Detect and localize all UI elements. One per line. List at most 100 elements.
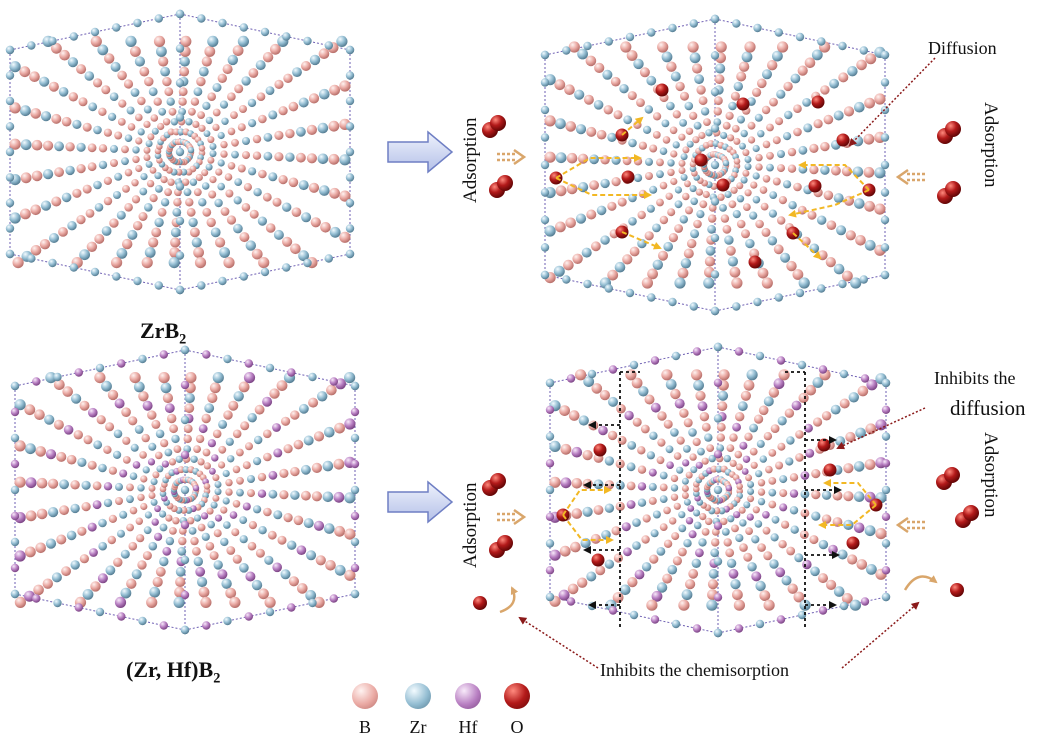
oxygen-atom <box>490 115 506 131</box>
lattice-atom <box>103 498 113 508</box>
lattice-atom <box>283 73 293 84</box>
lattice-atom <box>151 419 161 429</box>
lattice-atom <box>558 589 570 601</box>
lattice-atom <box>229 596 241 609</box>
lattice-atom <box>772 136 781 145</box>
lattice-atom <box>201 56 212 67</box>
lattice-atom <box>264 555 274 565</box>
lattice-atom <box>113 557 123 567</box>
lattice-atom <box>239 105 247 113</box>
lattice-atom <box>159 523 168 532</box>
edge-atom <box>689 19 698 28</box>
legend-boron: B <box>345 683 385 738</box>
lattice-atom <box>659 181 668 190</box>
edge-atom <box>732 19 741 28</box>
edge-atom <box>112 23 121 32</box>
lattice-atom <box>247 98 257 108</box>
lattice-atom <box>218 419 228 429</box>
lattice-atom <box>159 490 167 498</box>
lattice-atom <box>804 57 816 69</box>
edge-atom <box>10 407 20 417</box>
lattice-atom <box>229 511 238 519</box>
lattice-atom <box>142 400 153 411</box>
lattice-atom <box>203 462 211 470</box>
lattice-atom <box>818 573 828 584</box>
lattice-atom <box>254 404 265 415</box>
lattice-atom <box>334 422 345 434</box>
lattice-atom <box>745 527 753 535</box>
lattice-atom <box>650 529 659 538</box>
lattice-atom <box>135 113 143 122</box>
lattice-atom <box>713 107 722 116</box>
lattice-atom <box>214 514 223 522</box>
lattice-atom <box>155 451 163 460</box>
lattice-atom <box>103 445 112 454</box>
edge-atom <box>880 50 890 60</box>
lattice-atom <box>120 549 130 559</box>
lattice-atom <box>740 129 748 138</box>
edge-atom <box>53 372 62 382</box>
lattice-atom <box>849 599 862 611</box>
lattice-atom <box>119 510 128 519</box>
lattice-atom <box>610 76 621 87</box>
lattice-atom <box>203 483 211 490</box>
edge-atom <box>881 432 891 441</box>
lattice-atom <box>86 241 98 252</box>
lattice-atom <box>139 187 148 196</box>
lattice-atom <box>297 583 308 594</box>
lattice-atom <box>202 101 211 110</box>
lattice-atom <box>133 221 143 231</box>
lattice-atom <box>853 461 865 472</box>
lattice-atom <box>598 425 608 436</box>
lattice-atom <box>692 136 700 144</box>
lattice-atom <box>801 236 811 246</box>
lattice-atom <box>192 120 200 128</box>
lattice-atom <box>126 495 134 504</box>
lattice-atom <box>778 369 790 381</box>
lattice-atom <box>31 170 43 182</box>
lattice-atom <box>167 413 177 424</box>
lattice-atom <box>845 230 856 241</box>
lattice-atom <box>318 48 330 59</box>
lattice-atom <box>135 164 143 173</box>
lattice-atom <box>255 548 265 558</box>
lattice-atom <box>239 535 248 544</box>
lattice-atom <box>39 239 51 250</box>
lattice-atom <box>670 388 681 400</box>
lattice-atom <box>164 87 174 97</box>
lattice-atom <box>51 572 62 583</box>
lattice-atom <box>763 396 774 407</box>
cell-edge-line <box>14 593 186 631</box>
edge-atom <box>175 44 185 53</box>
lattice-atom <box>833 586 845 597</box>
oxygen-atom-icon <box>504 683 530 709</box>
lattice-atom <box>711 538 720 547</box>
diffusion-label: Diffusion <box>928 38 997 58</box>
edge-atom <box>197 14 206 23</box>
lattice-atom <box>255 60 266 71</box>
lattice-atom <box>693 379 704 391</box>
lattice-atom <box>125 35 137 48</box>
edge-atom <box>175 285 185 295</box>
lattice-atom <box>678 159 686 167</box>
lattice-atom <box>855 235 866 246</box>
adsorbed-oxygen <box>591 553 605 567</box>
lattice-atom <box>188 527 197 535</box>
lattice-atom <box>752 506 760 514</box>
lattice-atom <box>698 131 706 140</box>
lattice-atom <box>662 573 673 584</box>
edge-atom <box>562 46 571 55</box>
lattice-atom <box>754 520 763 528</box>
lattice-atom <box>66 530 77 541</box>
lattice-atom <box>162 546 172 556</box>
lattice-atom <box>237 123 246 132</box>
lattice-atom <box>44 414 55 425</box>
lattice-atom <box>747 121 756 130</box>
lattice-atom <box>690 197 698 206</box>
edge-atom <box>540 50 550 60</box>
lattice-atom <box>683 498 691 506</box>
lattice-atom <box>133 381 145 393</box>
lattice-atom <box>715 41 727 53</box>
lattice-atom <box>749 447 758 456</box>
lattice-atom <box>172 128 180 136</box>
